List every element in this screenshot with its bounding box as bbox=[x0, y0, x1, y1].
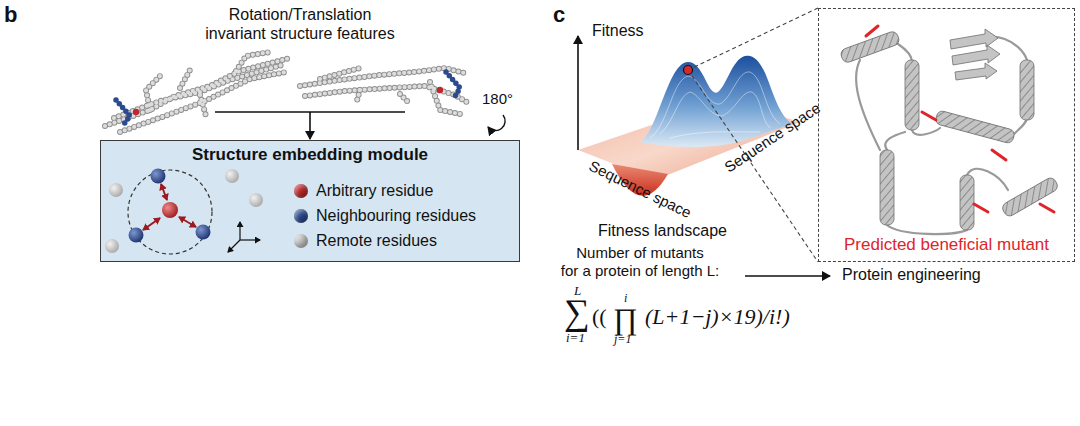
panel-letter: b bbox=[4, 2, 17, 27]
axis-label: Fitness bbox=[592, 22, 644, 40]
caption-text: invariant structure features bbox=[205, 25, 394, 43]
formula-part: (( bbox=[592, 304, 607, 329]
legend-text: Arbitrary residue bbox=[316, 182, 433, 200]
panel-letter: c bbox=[553, 2, 565, 27]
legend-row: Remote residues bbox=[294, 232, 437, 250]
legend-swatch bbox=[294, 234, 308, 248]
formula-symbol: ∑ bbox=[564, 292, 590, 333]
formula-part: j=1 bbox=[614, 333, 631, 347]
note-text: Number of mutants bbox=[576, 244, 704, 261]
rotation-label: 180° bbox=[482, 90, 513, 107]
zoom-box: Predicted beneficial mutant bbox=[818, 8, 1075, 262]
legend-text: Remote residues bbox=[316, 232, 437, 250]
legend-swatch bbox=[294, 209, 308, 223]
molecule-left bbox=[105, 52, 290, 132]
plot-title: Fitness landscape bbox=[598, 222, 727, 240]
node-heading: Structure embedding module bbox=[101, 145, 519, 165]
caption-text: Rotation/Translation bbox=[229, 6, 372, 24]
module-box: Structure embedding module bbox=[100, 140, 520, 262]
legend-swatch bbox=[294, 184, 308, 198]
down-arrow bbox=[309, 112, 311, 139]
engineering-arrow bbox=[745, 275, 830, 277]
note-text: for a protein of length L: bbox=[561, 262, 719, 279]
formula-part: i=1 bbox=[566, 331, 585, 346]
outcome-label: Protein engineering bbox=[842, 266, 981, 284]
formula-part: (L+1−j)×19)/i!) bbox=[645, 304, 790, 329]
peak-dot bbox=[684, 66, 693, 75]
legend-row: Arbitrary residue bbox=[294, 182, 433, 200]
rotation-arrow bbox=[488, 115, 505, 131]
legend-row: Neighbouring residues bbox=[294, 207, 476, 225]
molecule-right bbox=[300, 68, 470, 114]
formula-symbol: ∏ bbox=[613, 302, 638, 337]
zoom-leader bbox=[688, 8, 818, 70]
legend-text: Neighbouring residues bbox=[316, 207, 476, 225]
node-heading: Predicted beneficial mutant bbox=[819, 235, 1074, 255]
protein-cartoon bbox=[839, 26, 1059, 234]
